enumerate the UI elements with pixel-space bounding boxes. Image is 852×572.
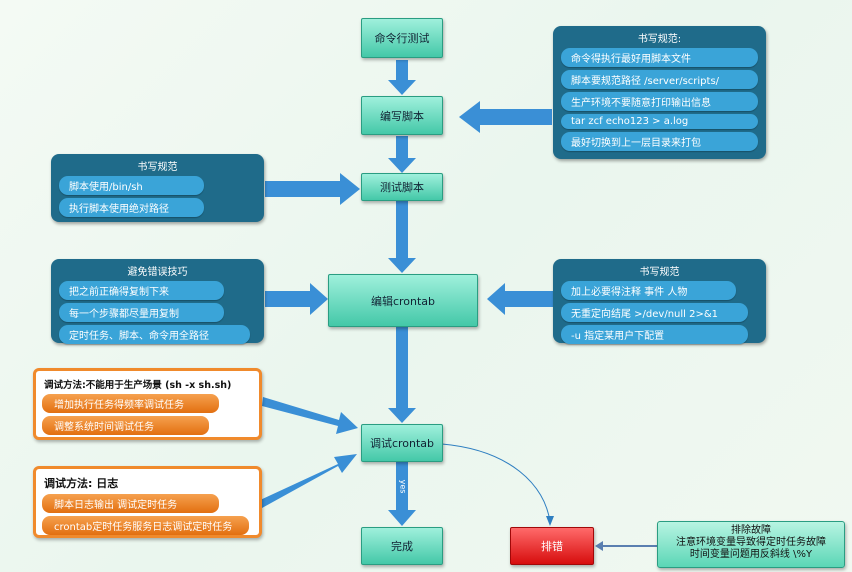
method-item: 脚本日志输出 调试定时任务 (42, 494, 219, 513)
arrow-rightrules-to-edit (487, 283, 553, 315)
rule-item: 无重定向结尾 >/dev/null 2>&1 (561, 303, 748, 322)
node-edit-crontab-label: 编辑crontab (370, 294, 436, 308)
rule-item: 每一个步骤都尽量用复制 (59, 303, 224, 322)
troubleshoot-item: 注意环境变量导致得定时任务故障 (676, 537, 826, 548)
node-debug-crontab-label: 调试crontab (369, 437, 435, 450)
arrow-write-to-test (388, 136, 416, 173)
node-test-script-label: 测试脚本 (380, 181, 424, 194)
node-error-label: 排错 (541, 540, 563, 553)
troubleshoot-item: 时间变量问题用反斜线 \%Y (689, 549, 813, 560)
panel-title: 排除故障 (731, 525, 771, 536)
rule-item: 脚本使用/bin/sh (59, 176, 204, 195)
rule-item: 加上必要得注释 事件 人物 (561, 281, 736, 300)
arrow-method1-to-debug (262, 397, 358, 434)
node-debug-crontab[interactable]: 调试crontab (361, 424, 443, 462)
panel-write-rules-left: 书写规范 脚本使用/bin/sh 执行脚本使用绝对路径 (51, 154, 264, 222)
panel-avoid-errors: 避免错误技巧 把之前正确得复制下来 每一个步骤都尽量用复制 定时任务、脚本、命令… (51, 259, 264, 344)
rule-item: 最好切换到上一层目录来打包 (561, 132, 758, 151)
panel-title: 调试方法: 日志 (44, 477, 119, 490)
arrow-debug-to-done (388, 462, 416, 526)
panel-title: 书写规范 (137, 162, 178, 173)
arrow-method2-to-debug (258, 454, 357, 508)
rule-item: tar zcf echo123 > a.log (561, 114, 758, 129)
panel-debug-method-1: 调试方法:不能用于生产场景 (sh -x sh.sh) 增加执行任务得频率调试任… (33, 368, 262, 440)
node-edit-crontab[interactable]: 编辑crontab (328, 274, 478, 327)
method-item: 增加执行任务得频率调试任务 (42, 394, 219, 413)
method-item: 调整系统时间调试任务 (42, 416, 209, 435)
node-cmd-test-label: 命令行测试 (374, 32, 430, 45)
arrow-edit-to-debug (388, 327, 416, 423)
panel-title: 避免错误技巧 (127, 267, 188, 278)
method-item: crontab定时任务服务日志调试定时任务 (42, 516, 249, 535)
arrow-leftrules-to-test (265, 173, 360, 205)
panel-title: 书写规范: (637, 34, 682, 45)
node-write-script-label: 编写脚本 (380, 109, 424, 123)
panel-troubleshoot: 排除故障 注意环境变量导致得定时任务故障 时间变量问题用反斜线 \%Y (657, 521, 845, 568)
panel-title: 书写规范 (639, 267, 680, 278)
panel-write-rules-right: 书写规范 加上必要得注释 事件 人物 无重定向结尾 >/dev/null 2>&… (553, 259, 766, 344)
yes-label: yes (398, 479, 408, 494)
panel-title: 调试方法:不能用于生产场景 (sh -x sh.sh) (44, 380, 232, 391)
arrow-toprules-to-write (459, 101, 552, 133)
rule-item: 生产环境不要随意打印输出信息 (561, 92, 758, 111)
panel-debug-method-2: 调试方法: 日志 脚本日志输出 调试定时任务 crontab定时任务服务日志调试… (33, 466, 262, 538)
panel-write-rules-top: 书写规范: 命令得执行最好用脚本文件 脚本要规范路径 /server/scrip… (553, 26, 766, 159)
node-error[interactable]: 排错 (510, 527, 594, 565)
node-cmd-test[interactable]: 命令行测试 (361, 18, 443, 58)
node-done-label: 完成 (391, 540, 413, 553)
rule-item: 脚本要规范路径 /server/scripts/ (561, 70, 758, 89)
rule-item: 执行脚本使用绝对路径 (59, 198, 204, 217)
arrow-cmd-to-write (388, 60, 416, 95)
arrow-debug-to-error (441, 443, 551, 523)
rule-item: 定时任务、脚本、命令用全路径 (59, 325, 250, 344)
rule-item: -u 指定某用户下配置 (561, 325, 748, 344)
rule-item: 命令得执行最好用脚本文件 (561, 48, 758, 67)
arrow-test-to-edit (388, 201, 416, 273)
node-test-script[interactable]: 测试脚本 (361, 173, 443, 201)
rule-item: 把之前正确得复制下来 (59, 281, 224, 300)
arrow-avoid-to-edit (265, 283, 328, 315)
node-done[interactable]: 完成 (361, 527, 443, 565)
node-write-script[interactable]: 编写脚本 (361, 96, 443, 135)
